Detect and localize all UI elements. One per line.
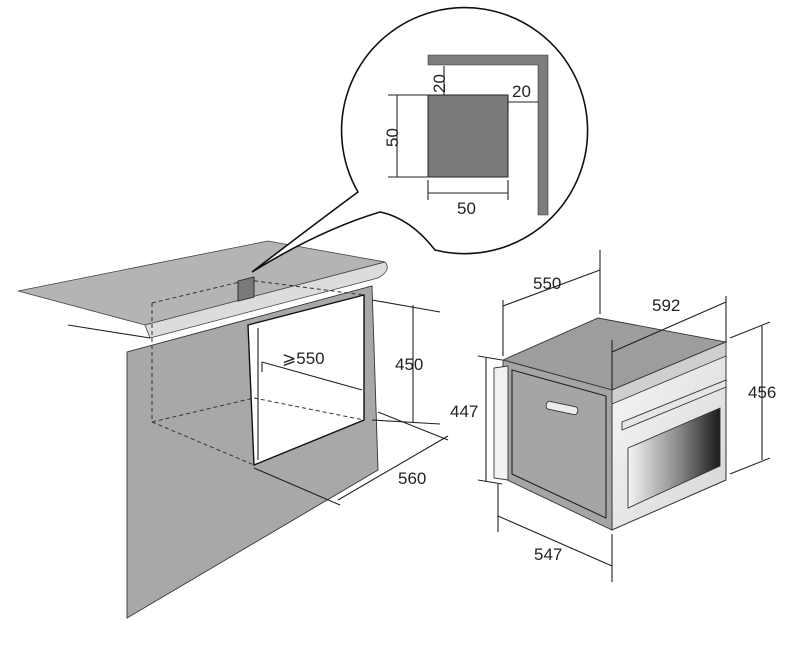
oven-control-panel [611,341,727,405]
oven-door-handle [621,379,727,431]
cabinet-depth-label: ⩾550 [282,349,325,368]
vent-height-label: 20 [430,74,449,93]
cabinet-width-label: 560 [398,469,426,488]
oven-depth-label: 550 [533,274,561,293]
oven: 550 592 456 447 547 [450,250,776,582]
corner-wall [427,54,549,216]
oven-body-width-label: 547 [534,545,562,564]
oven-side-handle [545,400,579,416]
vent-square-detail [427,94,509,178]
vent-square [237,276,255,302]
countertop-edge [144,261,388,339]
oven-body-height-label: 447 [450,402,478,421]
cabinet: ⩾550 450 560 [17,240,449,619]
vent-width-label: 50 [457,199,476,218]
vent-side-label: 50 [383,128,402,147]
oven-back-flange [493,365,509,481]
oven-front-height-label: 456 [748,383,776,402]
oven-side [502,359,613,531]
vent-offset-label: 20 [512,82,531,101]
oven-window [627,407,721,509]
vent-detail-callout: 20 20 50 50 [251,6,589,273]
oven-width-label: 592 [652,296,680,315]
cabinet-height-label: 450 [395,355,423,374]
callout-bubble [251,6,589,273]
